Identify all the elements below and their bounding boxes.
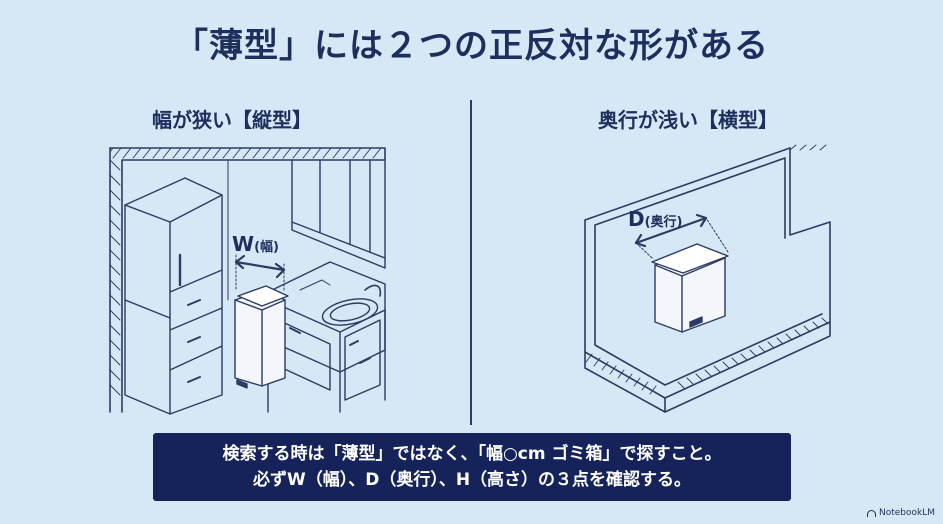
brand-watermark: NotebookLM bbox=[866, 508, 935, 518]
upper-cabinets bbox=[291, 159, 386, 269]
depth-label: D(奥行) bbox=[628, 207, 683, 231]
width-letter: W bbox=[232, 232, 255, 256]
page-title: 「薄型」には２つの正反対な形がある bbox=[174, 26, 769, 66]
slim-trash-can bbox=[234, 285, 289, 389]
width-label: W(幅) bbox=[232, 232, 279, 256]
left-panel-heading: 幅が狭い【縦型】 bbox=[152, 108, 312, 132]
kitchen-illustration bbox=[109, 147, 386, 415]
depth-letter: D bbox=[628, 207, 645, 231]
width-arrow bbox=[234, 254, 286, 293]
shallow-trash-can bbox=[651, 243, 729, 333]
wall-hatch bbox=[585, 144, 829, 395]
tip-line-1: 検索する時は「薄型」ではなく、「幅○cm ゴミ箱」で探すこと。 bbox=[222, 444, 722, 464]
width-note: (幅) bbox=[254, 240, 279, 255]
tip-banner: 検索する時は「薄型」ではなく、「幅○cm ゴミ箱」で探すこと。 必ずW（幅）、D… bbox=[153, 433, 791, 501]
tip-line-2: 必ずW（幅）、D（奥行）、H（高さ）の３点を確認する。 bbox=[252, 470, 692, 490]
notebooklm-icon bbox=[866, 509, 876, 517]
shallow-space-illustration bbox=[584, 144, 831, 413]
brand-label: NotebookLM bbox=[878, 508, 935, 518]
refrigerator bbox=[124, 177, 223, 415]
depth-note: (奥行) bbox=[644, 215, 683, 230]
panel-divider bbox=[470, 100, 472, 425]
depth-arrow bbox=[634, 213, 729, 259]
right-panel-heading: 奥行が浅い【横型】 bbox=[598, 108, 778, 132]
